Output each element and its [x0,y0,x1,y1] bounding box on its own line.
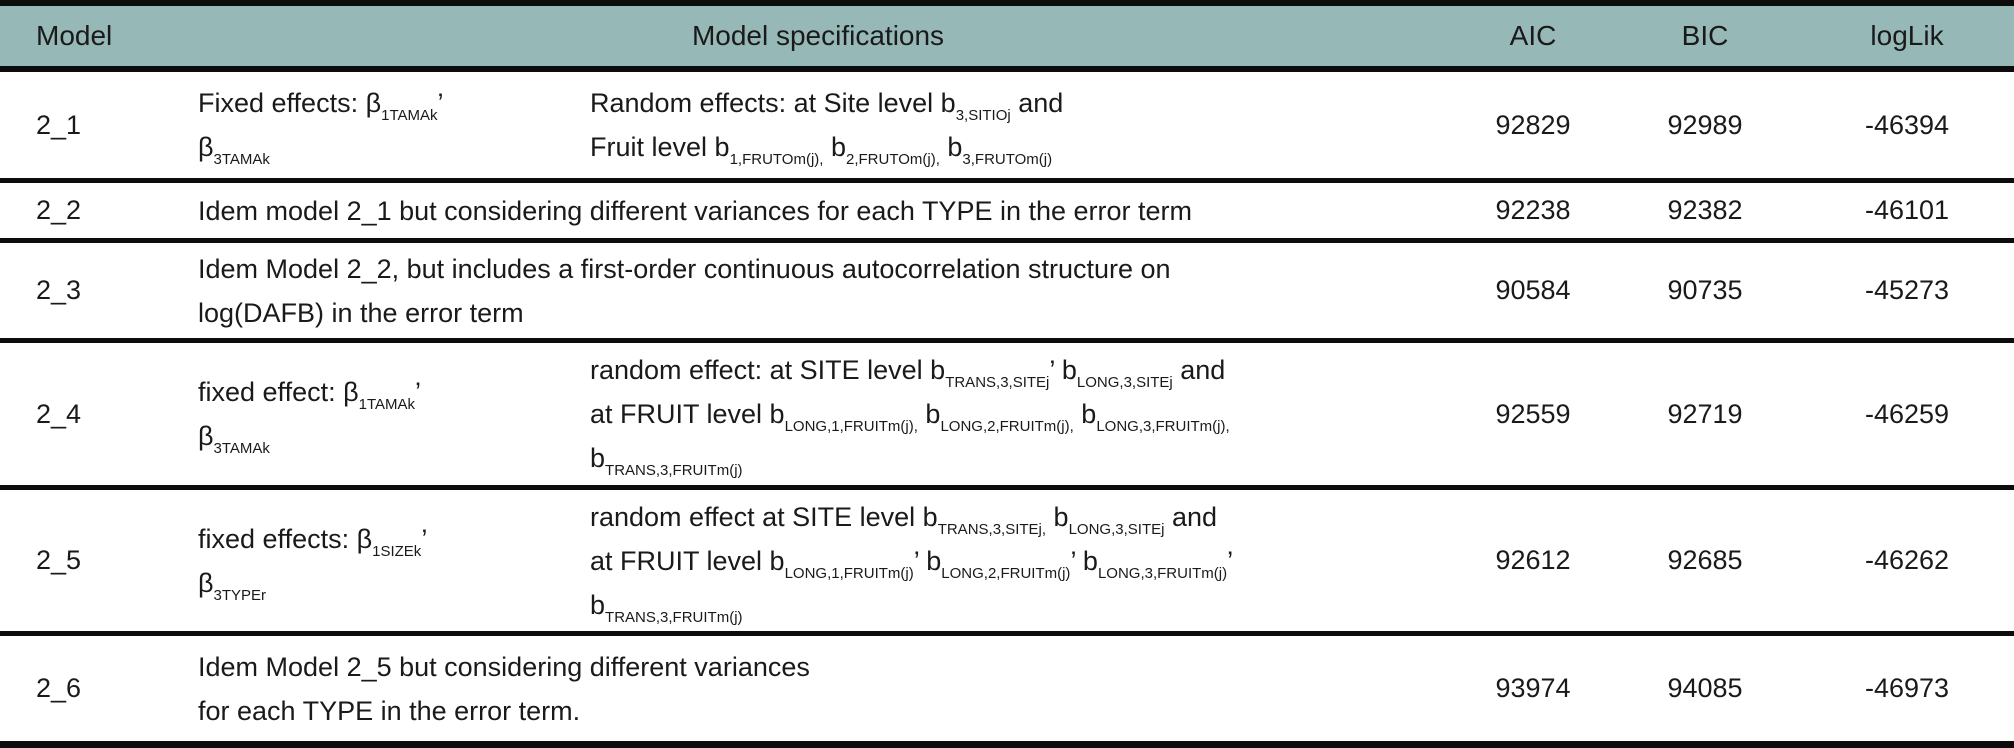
table-row-2_6: 2_6 Idem Model 2_5 but considering diffe… [0,636,2014,748]
aic-value: 92612 [1456,490,1610,636]
column-header-model: Model [0,6,180,72]
loglik-value: -46259 [1800,343,2014,490]
spec-random-effects: random effect: at SITE level bTRANS,3,SI… [580,343,1456,490]
loglik-value: -46973 [1800,636,2014,748]
model-id: 2_3 [0,243,180,343]
aic-value: 92559 [1456,343,1610,490]
bic-value: 90735 [1610,243,1800,343]
aic-value: 90584 [1456,243,1610,343]
spec-fixed-effects: fixed effect: β1TAMAk’β3TAMAk [180,343,580,490]
table-row-2_3: 2_3 Idem Model 2_2, but includes a first… [0,243,2014,343]
loglik-value: -46394 [1800,72,2014,183]
aic-value: 93974 [1456,636,1610,748]
column-header-bic: BIC [1610,6,1800,72]
column-header-aic: AIC [1456,6,1610,72]
loglik-value: -45273 [1800,243,2014,343]
spec-random-effects: random effect at SITE level bTRANS,3,SIT… [580,490,1456,636]
spec-description: Idem Model 2_5 but considering different… [180,636,1456,748]
aic-value: 92238 [1456,183,1610,243]
bic-value: 92719 [1610,343,1800,490]
table-row-2_4: 2_4 fixed effect: β1TAMAk’β3TAMAk random… [0,343,2014,490]
spec-fixed-effects: fixed effects: β1SIZEk’β3TYPEr [180,490,580,636]
bic-value: 92382 [1610,183,1800,243]
spec-fixed-effects: Fixed effects: β1TAMAk’β3TAMAk [180,72,580,183]
model-id: 2_6 [0,636,180,748]
bic-value: 94085 [1610,636,1800,748]
table-row-2_2: 2_2 Idem model 2_1 but considering diffe… [0,183,2014,243]
loglik-value: -46262 [1800,490,2014,636]
model-id: 2_1 [0,72,180,183]
bic-value: 92685 [1610,490,1800,636]
table-header-row: Model Model specifications AIC BIC logLi… [0,6,2014,72]
model-id: 2_5 [0,490,180,636]
spec-random-effects: Random effects: at Site level b3,SITIOj … [580,72,1456,183]
loglik-value: -46101 [1800,183,2014,243]
model-id: 2_2 [0,183,180,243]
table-row-2_1: 2_1 Fixed effects: β1TAMAk’β3TAMAk Rando… [0,72,2014,183]
bic-value: 92989 [1610,72,1800,183]
column-header-specifications: Model specifications [180,6,1456,72]
spec-description: Idem model 2_1 but considering different… [180,183,1456,243]
table-row-2_5: 2_5 fixed effects: β1SIZEk’β3TYPEr rando… [0,490,2014,636]
aic-value: 92829 [1456,72,1610,183]
column-header-loglik: logLik [1800,6,2014,72]
model-id: 2_4 [0,343,180,490]
spec-description: Idem Model 2_2, but includes a first-ord… [180,243,1456,343]
